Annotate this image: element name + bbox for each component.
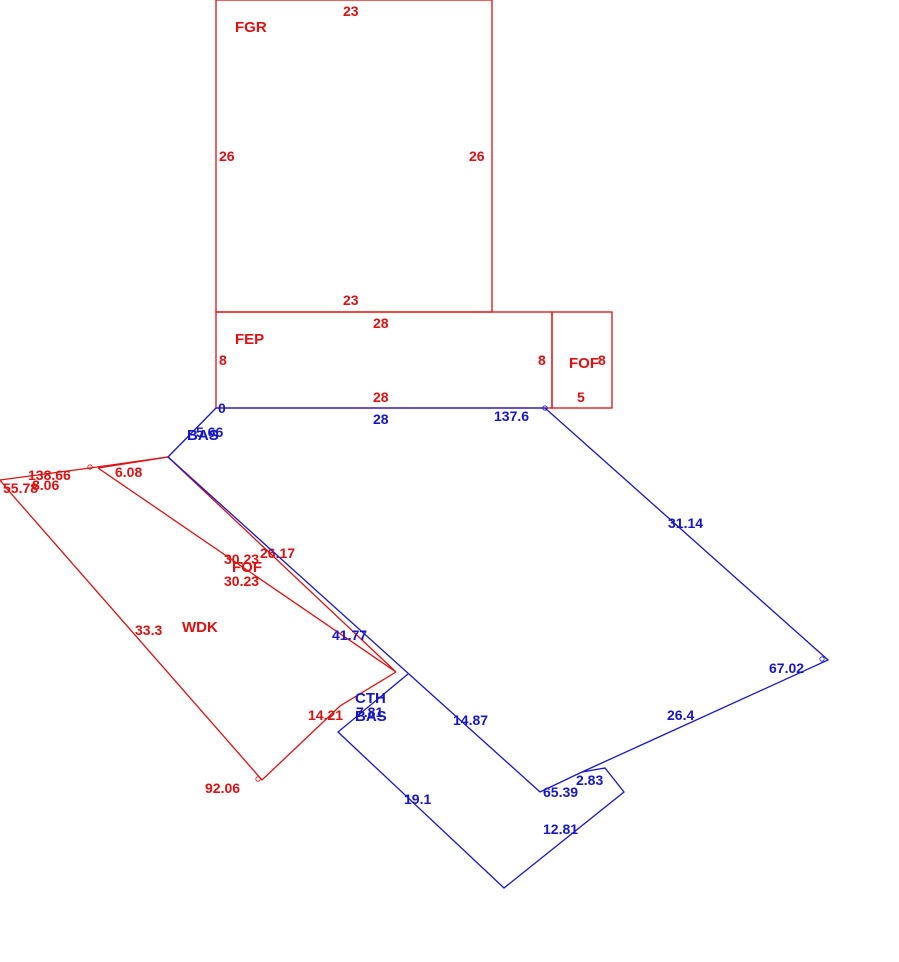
area-fof-right: FOF 8 5 — [551, 311, 613, 409]
cth-left-dimension: 19.1 — [404, 791, 431, 807]
fof-mid-dimension-a: 30.23 — [224, 551, 259, 567]
bas-corner-b-dimension: 137.6 — [494, 408, 529, 424]
fof-right-outline — [551, 311, 613, 409]
cth-short-dimension: 7.81 — [356, 704, 383, 720]
fep-top-dimension: 28 — [373, 315, 389, 331]
cth-bas-label: BAS — [355, 708, 387, 725]
bas-vertex-marker — [542, 405, 548, 411]
wdk-corner-a-dimension: 138.66 — [28, 467, 71, 483]
fgr-bottom-dimension: 23 — [343, 292, 359, 308]
area-fof-mid: FOF 30.23 26.17 30.23 — [97, 456, 397, 673]
wdk-lower-dimension: 14.21 — [308, 707, 343, 723]
wdk-left-dimension: 33.3 — [135, 622, 162, 638]
wdk-corner-d-dimension: 92.06 — [205, 780, 240, 796]
cth-label: CTH — [355, 690, 386, 707]
fgr-label: FGR — [235, 19, 267, 36]
fep-bottom-dimension: 28 — [373, 389, 389, 405]
area-fep: FEP 28 8 8 28 — [215, 311, 553, 409]
area-cth: CTH BAS 7.81 19.1 12.81 — [337, 673, 625, 889]
bas-main-label: BAS — [187, 427, 219, 444]
wdk-outline — [0, 456, 397, 781]
fof-right-label: FOF — [569, 355, 599, 372]
bas-main-outline — [167, 407, 830, 793]
bas-corner-d-dimension: 65.39 — [543, 784, 578, 800]
bas-corner-c-dimension: 67.02 — [769, 660, 804, 676]
wdk-label: WDK — [182, 619, 218, 636]
fep-left-dimension: 8 — [219, 352, 227, 368]
fof-mid-dimension-b: 26.17 — [260, 545, 295, 561]
fgr-right-dimension: 26 — [469, 148, 485, 164]
fgr-top-dimension: 23 — [343, 3, 359, 19]
bas-long-diag-dimension: 41.77 — [332, 627, 367, 643]
fgr-outline — [215, 0, 493, 313]
bas-lower-dimension: 26.4 — [667, 707, 694, 723]
bas-step-dimension: 2.83 — [576, 772, 603, 788]
bas-right-dimension: 31.14 — [668, 515, 703, 531]
bas-start-dimension: 0 — [218, 400, 226, 416]
fep-right-dimension: 8 — [538, 352, 546, 368]
wdk-corner-b-dimension: 8.06 — [32, 477, 59, 493]
fof-mid-label: FOF — [232, 559, 262, 576]
wdk-vertex-marker — [87, 464, 93, 470]
cth-outline — [337, 673, 625, 889]
fof-right-side-dimension: 8 — [598, 352, 606, 368]
fof-mid-outline — [97, 456, 397, 673]
cth-right-dimension: 12.81 — [543, 821, 578, 837]
bas-diag-dimension: 14.87 — [453, 712, 488, 728]
bas-top-dimension: 28 — [373, 411, 389, 427]
fep-label: FEP — [235, 331, 264, 348]
wdk-top-dimension: 6.08 — [115, 464, 142, 480]
area-wdk: WDK 6.08 138.66 8.06 55.78 33.3 92.06 14… — [0, 456, 397, 796]
area-fgr: FGR 23 26 26 23 — [215, 0, 493, 313]
wdk-vertex-marker — [255, 776, 261, 782]
fof-right-bottom-dimension: 5 — [577, 389, 585, 405]
wdk-corner-c-dimension: 55.78 — [3, 480, 38, 496]
fgr-left-dimension: 26 — [219, 148, 235, 164]
bas-corner-a-dimension: 5.66 — [196, 424, 223, 440]
fof-mid-dimension-c: 30.23 — [224, 573, 259, 589]
bas-vertex-marker — [819, 656, 825, 662]
area-bas-main: BAS 28 0 5.66 137.6 31.14 67.02 26.4 2.8… — [167, 400, 830, 800]
